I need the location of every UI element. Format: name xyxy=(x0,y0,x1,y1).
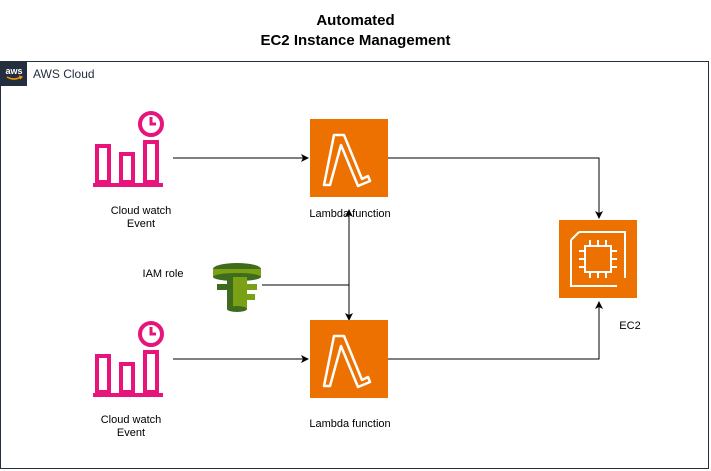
aws-cloud-label: AWS Cloud xyxy=(33,67,95,81)
iam-role-icon[interactable] xyxy=(211,260,263,317)
cloudwatch-bottom-label-line2: Event xyxy=(116,427,146,439)
cloudwatch-top-label-line2: Event xyxy=(126,218,156,230)
aws-badge-text: aws xyxy=(5,66,22,76)
lambda-function-bottom-icon[interactable] xyxy=(310,320,388,403)
ec2-label: EC2 xyxy=(619,320,641,332)
cloudwatch-event-top-icon[interactable] xyxy=(93,110,169,193)
aws-cloud-group: aws AWS Cloud xyxy=(0,61,709,469)
cloudwatch-top-label-line1: Cloud watch xyxy=(110,205,172,217)
ec2-instance-icon[interactable] xyxy=(559,220,637,303)
title-line-2: EC2 Instance Management xyxy=(260,32,451,49)
aws-logo-icon: aws xyxy=(1,62,27,86)
edge-lambda-top-to-ec2 xyxy=(388,157,603,219)
cloudwatch-bottom-label-line1: Cloud watch xyxy=(100,414,162,426)
edge-iam-to-lambda-bottom xyxy=(262,284,353,321)
title-line-1: Automated xyxy=(316,12,395,29)
diagram-title: Automated EC2 Instance Management xyxy=(0,11,711,51)
lambda-bottom-label: Lambda function xyxy=(309,418,391,430)
cloudwatch-top-label: Cloud watch Event xyxy=(96,205,186,231)
edge-lambda-bottom-to-ec2 xyxy=(388,301,603,360)
cloudwatch-event-bottom-icon[interactable] xyxy=(93,320,169,403)
lambda-function-top-icon[interactable] xyxy=(310,119,388,202)
cloudwatch-bottom-label: Cloud watch Event xyxy=(86,414,176,440)
lambda-top-label: Lambda function xyxy=(309,208,391,220)
iam-role-label: IAM role xyxy=(142,268,184,280)
